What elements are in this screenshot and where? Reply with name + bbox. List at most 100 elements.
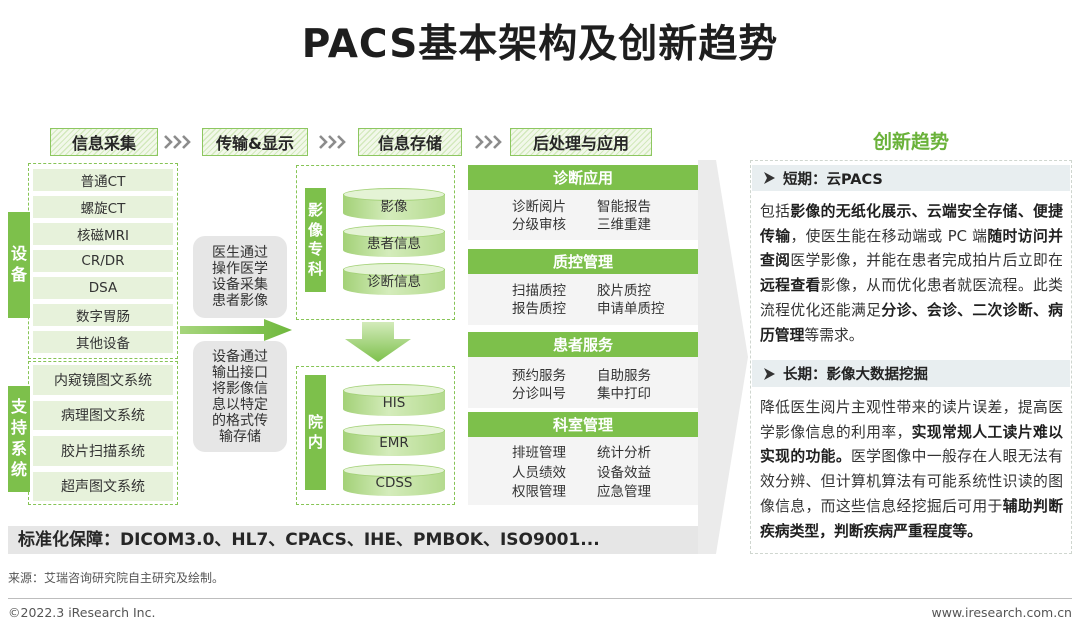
app-item: 集中打印 — [597, 386, 651, 402]
app-item: 三维重建 — [597, 217, 651, 233]
source-note: 来源：艾瑞咨询研究院自主研究及绘制。 — [8, 571, 225, 585]
database-cylinder-icon: 患者信息 — [343, 225, 445, 257]
support-systems-label-text: 支持系统 — [11, 397, 28, 479]
app-item: 报告质控 — [512, 301, 566, 317]
storage-item-label: 影像 — [380, 199, 408, 215]
storage-item-label: 诊断信息 — [367, 274, 421, 290]
description-segment-bold: 远程查看 — [760, 277, 821, 295]
stage-collection: 信息采集 — [50, 128, 158, 156]
triple-chevron-right-icon — [164, 135, 191, 149]
description-segment-bold: 影像的无纸化展示、云端安全存储、便捷传输 — [760, 203, 1063, 245]
description-segment: 医学影像，并能在患者完成拍片后立即在 — [790, 252, 1063, 270]
devices-label-text: 设备 — [11, 244, 28, 284]
capture-note: 医生通过操作医学设备采集患者影像 — [212, 245, 268, 309]
device-item: 普通CT — [33, 169, 173, 192]
database-cylinder-icon: HIS — [343, 384, 445, 416]
triple-chevron-right-icon — [475, 135, 502, 149]
app-group-items: 预约服务 自助服务 分诊叫号 集中打印 — [468, 357, 698, 408]
triple-chevron-right-icon — [319, 135, 346, 149]
database-cylinder-icon: 影像 — [343, 188, 445, 220]
website-link: www.iresearch.com.cn — [931, 605, 1073, 620]
arrowhead-right-icon — [764, 367, 775, 380]
app-group-header: 质控管理 — [468, 249, 698, 274]
database-cylinder-icon: 诊断信息 — [343, 263, 445, 295]
support-systems-label: 支持系统 — [8, 386, 30, 492]
long-term-heading: 长期：影像大数据挖掘 — [783, 367, 928, 383]
short-term-description: 包括影像的无纸化展示、云端安全存储、便捷传输，使医生能在移动端或 PC 端随时访… — [760, 200, 1063, 348]
device-item: 螺旋CT — [33, 195, 173, 219]
in-hospital-label-text: 院内 — [308, 413, 324, 451]
app-item: 权限管理 — [512, 484, 566, 500]
support-system-item: 超声图文系统 — [33, 471, 173, 501]
app-item: 人员绩效 — [512, 464, 566, 481]
description-segment: 等需求。 — [804, 326, 864, 344]
app-group-header: 科室管理 — [468, 412, 698, 437]
device-item: CR/DR — [33, 249, 173, 273]
arrowhead-right-icon — [764, 172, 775, 184]
short-term-header: 短期：云PACS — [752, 165, 1070, 191]
specialty-label: 影像专科 — [305, 188, 326, 292]
support-systems-group: 内窥镜图文系统 病理图文系统 胶片扫描系统 超声图文系统 — [28, 361, 178, 505]
footer-divider — [8, 598, 1072, 599]
stage-application: 后处理与应用 — [510, 128, 652, 156]
description-segment-bold: 实现常规人工读片难以实现的功能。 — [760, 423, 1063, 466]
stage-transmission: 传输&显示 — [202, 128, 308, 156]
devices-group: 普通CT 螺旋CT 核磁MRI CR/DR DSA 数字胃肠 其他设备 — [28, 163, 178, 359]
big-chevron-arrow-icon — [698, 160, 748, 554]
support-system-item: 内窥镜图文系统 — [33, 365, 173, 395]
standards-bar: 标准化保障：DICOM3.0、HL7、CPACS、IHE、PMBOK、ISO90… — [8, 526, 698, 554]
database-cylinder-icon: CDSS — [343, 464, 445, 496]
description-segment-bold: 辅助判断疾病类型，判断疾病严重程度等。 — [760, 497, 1063, 540]
app-item: 排班管理 — [512, 445, 566, 461]
app-item: 应急管理 — [597, 484, 651, 500]
app-item: 申请单质控 — [597, 301, 665, 317]
storage-item-label: HIS — [382, 395, 406, 411]
app-group-items: 扫描质控 胶片质控 报告质控 申请单质控 — [468, 274, 698, 325]
description-segment: 降低医生阅片主观性带来的读片误差，提高医学影像信息的利用率， — [760, 399, 1063, 441]
app-item: 智能报告 — [597, 199, 651, 215]
description-segment: 医学图像中一般存在人眼无法有效分辨、但计算机算法有可能系统性识读的图像信息，而这… — [760, 448, 1063, 515]
app-item: 设备效益 — [597, 464, 651, 481]
app-group-items: 排班管理 统计分析 人员绩效 设备效益 权限管理 应急管理 — [468, 437, 698, 505]
app-group-items: 诊断阅片 智能报告 分级审核 三维重建 — [468, 190, 698, 240]
description-segment-bold: 分诊、会诊、二次诊断、病历管理 — [760, 301, 1063, 344]
storage-item-label: EMR — [379, 435, 409, 451]
app-item: 胶片质控 — [597, 283, 651, 299]
devices-label: 设备 — [8, 212, 30, 318]
arrow-down-icon — [345, 322, 411, 362]
arrow-right-icon — [180, 319, 292, 341]
device-item: 核磁MRI — [33, 222, 173, 246]
device-item: 其他设备 — [33, 330, 173, 353]
storage-item-label: 患者信息 — [367, 236, 421, 252]
description-segment: 包括 — [760, 203, 791, 220]
database-cylinder-icon: EMR — [343, 424, 445, 456]
app-group-header: 诊断应用 — [468, 165, 698, 190]
description-segment: ，使医生能在移动端或 PC 端 — [790, 227, 988, 245]
support-system-item: 胶片扫描系统 — [33, 436, 173, 466]
app-item: 诊断阅片 — [512, 199, 566, 215]
app-group-header: 患者服务 — [468, 332, 698, 357]
support-system-item: 病理图文系统 — [33, 400, 173, 430]
capture-note-box: 医生通过操作医学设备采集患者影像 — [193, 236, 287, 318]
long-term-description: 降低医生阅片主观性带来的读片误差，提高医学影像信息的利用率，实现常规人工读片难以… — [760, 396, 1063, 544]
trends-panel — [750, 160, 1072, 554]
specialty-label-text: 影像专科 — [308, 201, 324, 278]
storage-item-label: CDSS — [375, 475, 413, 491]
description-segment-bold: 随时访问并查阅 — [760, 227, 1063, 270]
output-note-box: 设备通过输出接口将影像信息以特定的格式传输存储 — [193, 341, 287, 452]
short-term-heading: 短期：云PACS — [783, 171, 883, 188]
app-item: 统计分析 — [597, 445, 651, 461]
app-item: 预约服务 — [512, 368, 566, 384]
page-title: PACS基本架构及创新趋势 — [301, 22, 779, 67]
app-item: 扫描质控 — [512, 283, 566, 299]
long-term-header: 长期：影像大数据挖掘 — [752, 360, 1070, 387]
device-item: DSA — [33, 276, 173, 300]
app-item: 分诊叫号 — [512, 386, 566, 402]
description-segment: 影像，从而优化患者就医流程。此类流程优化还能满足 — [760, 277, 1063, 319]
stage-storage: 信息存储 — [358, 128, 462, 156]
trends-title: 创新趋势 — [872, 131, 949, 153]
device-item: 数字胃肠 — [33, 303, 173, 327]
output-note: 设备通过输出接口将影像信息以特定的格式传输存储 — [212, 348, 268, 445]
in-hospital-label: 院内 — [305, 375, 326, 490]
